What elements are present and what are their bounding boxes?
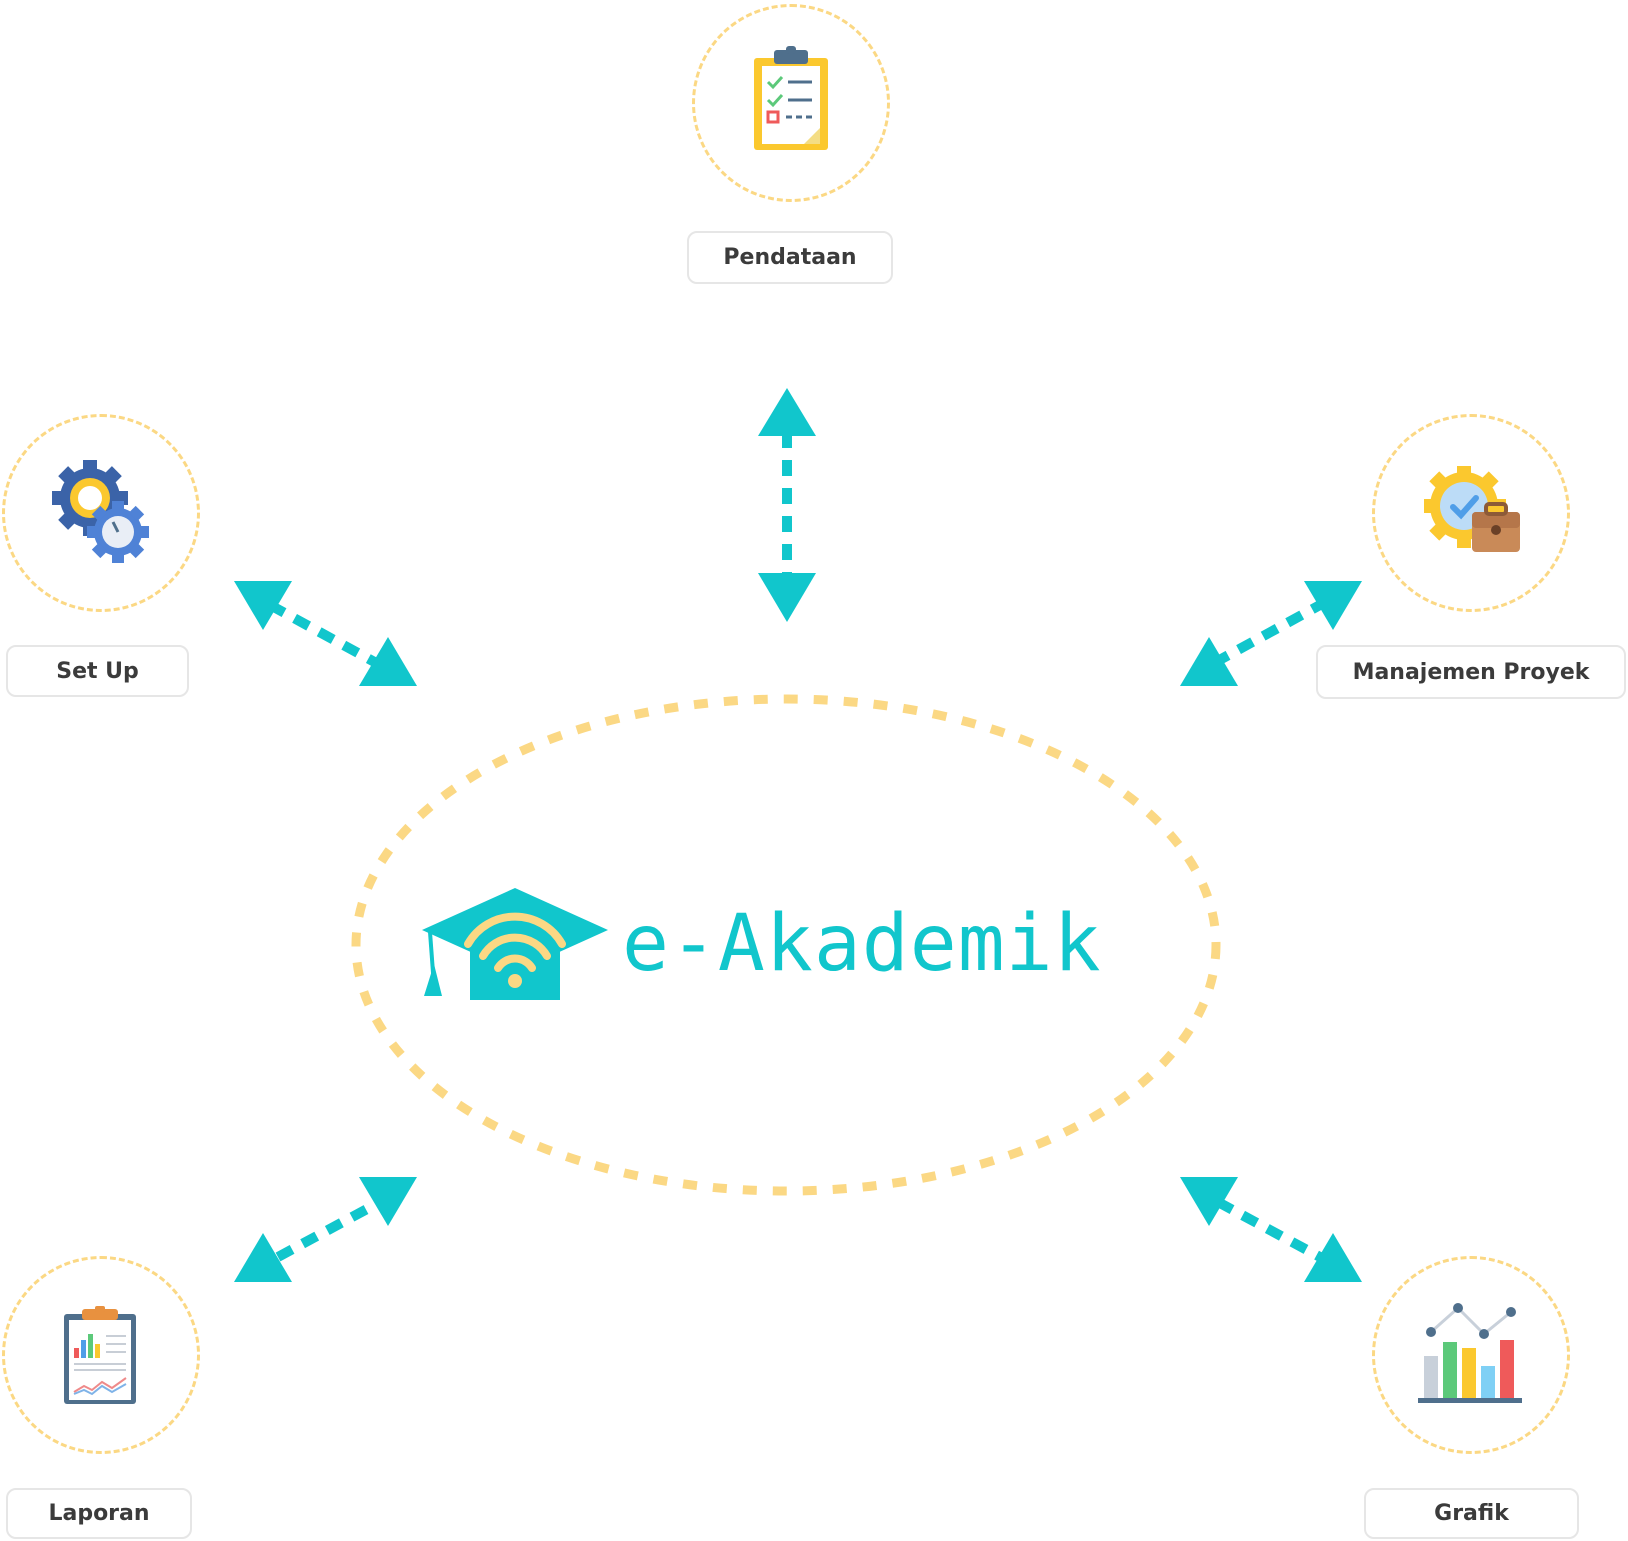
arrowhead-to-grafik	[1304, 1233, 1362, 1282]
arrowhead-to-center	[1180, 1177, 1238, 1226]
arrowhead-up	[758, 388, 816, 436]
node-circle-pendataan	[692, 4, 890, 202]
arrowhead-to-center	[359, 1177, 417, 1226]
connector-pendataan	[758, 388, 816, 622]
connector-manajemen-proyek	[1180, 581, 1362, 686]
connector-setup	[234, 581, 417, 686]
bar-line-chart-icon	[1418, 1303, 1522, 1403]
arrowhead-to-center	[1180, 637, 1238, 686]
connector-laporan	[234, 1177, 417, 1282]
gears-icon	[52, 460, 149, 563]
gear-briefcase-icon	[1424, 466, 1520, 552]
arrowhead-down	[758, 573, 816, 622]
label-laporan[interactable]: Laporan	[6, 1488, 192, 1539]
arrowhead-to-manajemen	[1304, 581, 1362, 630]
node-circle-manajemen-proyek	[1372, 414, 1570, 612]
node-circle-grafik	[1372, 1256, 1570, 1454]
connector-grafik	[1180, 1177, 1362, 1282]
node-circle-laporan	[2, 1256, 200, 1454]
logo-text: e-Akademik	[622, 899, 1102, 989]
arrowhead-to-center	[359, 637, 417, 686]
graduation-cap-wifi-icon	[422, 888, 608, 1000]
label-grafik[interactable]: Grafik	[1364, 1488, 1579, 1539]
clipboard-checklist-icon	[754, 46, 828, 150]
node-circle-setup	[2, 414, 200, 612]
label-manajemen-proyek[interactable]: Manajemen Proyek	[1316, 645, 1626, 699]
label-setup[interactable]: Set Up	[6, 645, 189, 697]
arrowhead-to-laporan	[234, 1233, 292, 1282]
center-ellipse	[351, 694, 1221, 1196]
report-clipboard-icon	[64, 1306, 136, 1404]
arrowhead-to-setup	[234, 581, 292, 630]
e-akademik-logo: e-Akademik	[420, 886, 1102, 1002]
label-pendataan[interactable]: Pendataan	[687, 231, 893, 284]
